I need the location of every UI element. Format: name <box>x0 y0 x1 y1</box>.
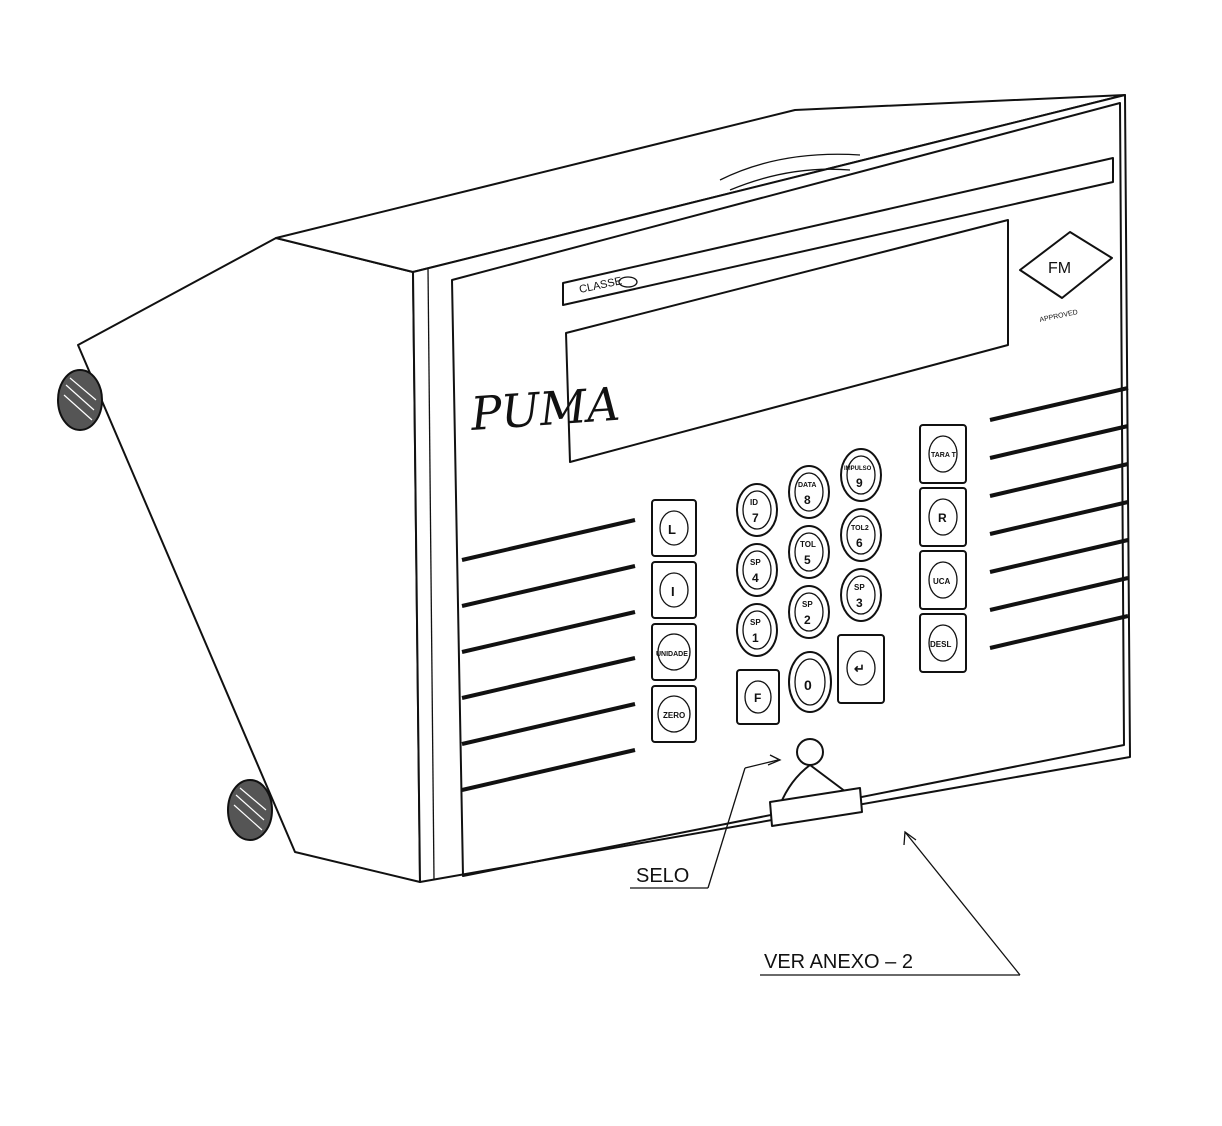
key-zero[interactable]: ZERO <box>651 685 697 743</box>
key-desl[interactable]: DESL <box>919 613 967 673</box>
vent-slots <box>461 386 1129 792</box>
key-r[interactable]: R <box>919 487 967 547</box>
svg-text:R: R <box>938 511 947 525</box>
callout-seal: SELO <box>630 767 746 889</box>
indicator-strip <box>562 157 1114 306</box>
svg-text:TARA T: TARA T <box>931 452 957 459</box>
key-4[interactable]: SP 4 <box>736 543 778 597</box>
foot-upper <box>57 369 103 431</box>
numeric-keypad: ID 7 DATA 8 IMPULSO 9 SP 4 TOL 5 <box>736 448 885 725</box>
svg-text:3: 3 <box>856 596 863 610</box>
front-bezel-inner <box>451 102 1125 877</box>
svg-text:ID: ID <box>750 498 758 507</box>
key-2[interactable]: SP 2 <box>788 585 830 639</box>
key-1[interactable]: SP 1 <box>736 603 778 657</box>
svg-text:UNIDADE: UNIDADE <box>656 651 688 658</box>
svg-text:6: 6 <box>856 536 863 550</box>
svg-text:ZERO: ZERO <box>663 711 685 720</box>
svg-text:TOL2: TOL2 <box>851 525 869 532</box>
key-0[interactable]: 0 <box>788 651 832 713</box>
svg-text:F: F <box>754 691 761 705</box>
key-5[interactable]: TOL 5 <box>788 525 830 579</box>
svg-text:L: L <box>668 522 676 537</box>
svg-text:2: 2 <box>804 613 811 627</box>
class-mark-icon <box>618 276 638 288</box>
svg-text:5: 5 <box>804 553 811 567</box>
seal-assembly <box>744 738 863 827</box>
svg-text:SP: SP <box>854 583 865 592</box>
key-8[interactable]: DATA 8 <box>788 465 830 519</box>
svg-text:DESL: DESL <box>930 640 951 649</box>
display-window <box>565 219 1009 463</box>
svg-text:IMPULSO: IMPULSO <box>844 466 872 472</box>
svg-text:SP: SP <box>750 618 761 627</box>
key-6[interactable]: TOL2 6 <box>840 508 882 562</box>
key-3[interactable]: SP 3 <box>840 568 882 622</box>
svg-text:SP: SP <box>802 600 813 609</box>
svg-text:↵: ↵ <box>854 661 865 676</box>
key-enter[interactable]: ↵ <box>837 634 885 704</box>
svg-text:0: 0 <box>804 677 812 693</box>
svg-text:FM: FM <box>1048 260 1071 277</box>
foot-lower <box>227 779 273 841</box>
svg-text:9: 9 <box>856 476 863 490</box>
svg-text:UCA: UCA <box>933 577 951 586</box>
key-unidade[interactable]: UNIDADE <box>651 623 697 681</box>
key-f[interactable]: F <box>736 669 780 725</box>
svg-text:8: 8 <box>804 493 811 507</box>
key-7[interactable]: ID 7 <box>736 483 778 537</box>
svg-text:4: 4 <box>752 571 759 585</box>
svg-text:TOL: TOL <box>800 540 816 549</box>
key-i[interactable]: I <box>651 561 697 619</box>
key-l[interactable]: L <box>651 499 697 557</box>
callout-annex: VER ANEXO – 2 <box>760 830 1021 976</box>
svg-text:SP: SP <box>750 558 761 567</box>
svg-text:1: 1 <box>752 631 759 645</box>
key-uca[interactable]: UCA <box>919 550 967 610</box>
svg-text:DATA: DATA <box>798 482 816 489</box>
svg-text:I: I <box>671 584 675 599</box>
key-tara[interactable]: TARA T <box>919 424 967 484</box>
seal-label: SELO <box>636 865 689 887</box>
brand-logo: PUMA <box>468 377 622 441</box>
key-9[interactable]: IMPULSO 9 <box>840 448 882 502</box>
svg-text:7: 7 <box>752 511 759 525</box>
annex-label: VER ANEXO – 2 <box>764 951 913 973</box>
